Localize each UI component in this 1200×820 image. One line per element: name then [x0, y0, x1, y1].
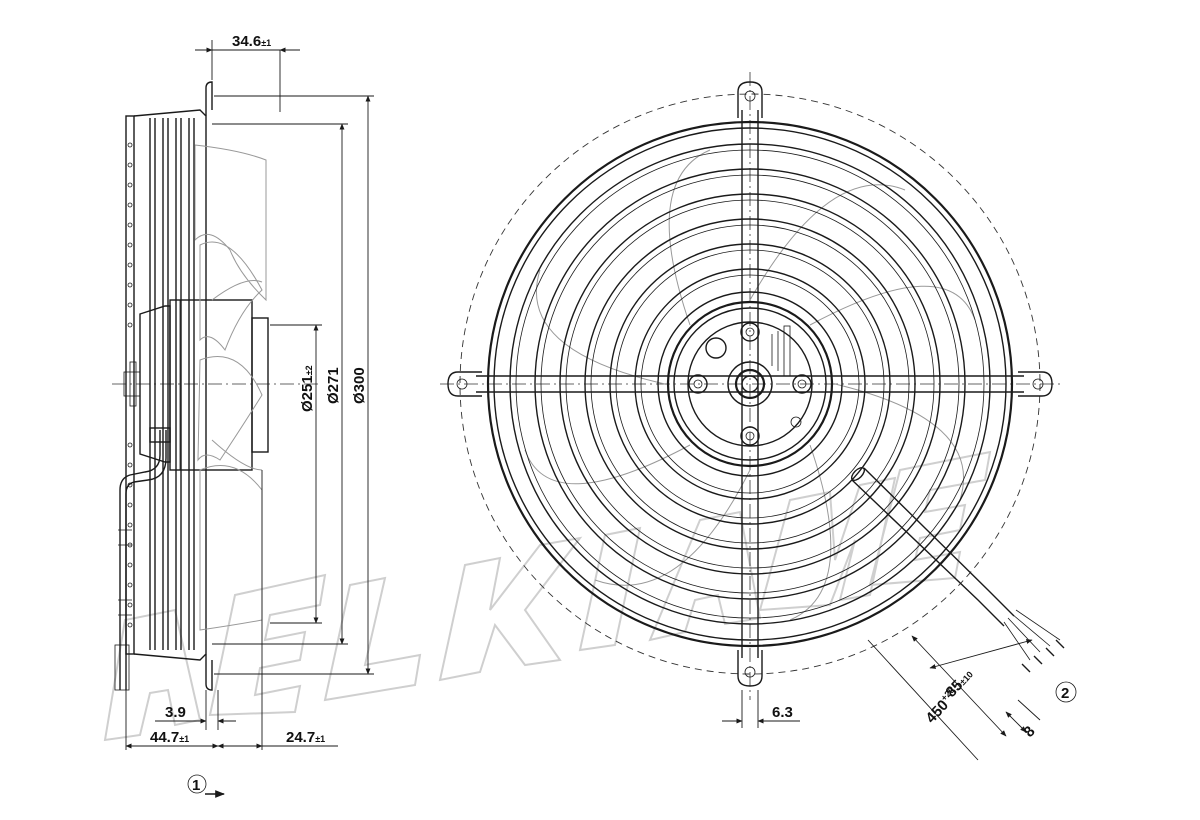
dim-bottom: 3.9 44.7±1 24.7±1 — [125, 470, 338, 750]
svg-text:44.7±1: 44.7±1 — [150, 729, 189, 746]
dim-dia-outer-value: Ø300 — [351, 367, 368, 404]
dim-bottom-right-tol: ±1 — [315, 734, 325, 744]
dim-foot-value: 6.3 — [772, 704, 793, 721]
cable-callout: 2 — [1055, 681, 1077, 703]
dim-bottom-right-value: 24.7 — [286, 729, 315, 746]
impeller-blades-front — [524, 149, 976, 621]
cable-side — [114, 427, 171, 691]
dim-wire-end-value: 8 — [1020, 723, 1038, 741]
guard-rings-side — [125, 109, 207, 661]
impeller-blades-side — [194, 144, 267, 631]
outer-dashed-circle — [459, 93, 1041, 675]
motor-side — [123, 299, 269, 471]
dim-bottom-small-value: 3.9 — [165, 704, 186, 721]
dim-top-width-tol: ±1 — [261, 38, 271, 48]
svg-text:Ø251±2: Ø251±2 — [299, 365, 316, 412]
dim-dia-inner-value: Ø251 — [299, 375, 316, 412]
dim-foot: 6.3 — [722, 690, 800, 728]
dim-dia-mid-value: Ø271 — [325, 367, 342, 404]
side-mount-foot-bottom — [205, 654, 213, 691]
side-mount-foot-top — [205, 81, 213, 116]
guard-rings-front — [509, 143, 991, 625]
dim-diameters: Ø251±2 Ø271 Ø300 — [212, 95, 374, 675]
front-view: 2 6.3 85±10 450+20 8 — [440, 72, 1077, 761]
dim-dia-inner-tol: ±2 — [304, 365, 314, 375]
watermark-logo — [103, 450, 992, 742]
svg-text:34.6±1: 34.6±1 — [232, 33, 271, 50]
mounting-lugs — [447, 81, 1053, 687]
svg-text:24.7±1: 24.7±1 — [286, 729, 325, 746]
frame-ring-outer — [486, 120, 1014, 648]
airflow-callout-number: 1 — [192, 777, 200, 794]
dim-bottom-left-value: 44.7 — [150, 729, 179, 746]
dim-bottom-left-tol: ±1 — [179, 734, 189, 744]
cable-callout-number: 2 — [1061, 685, 1069, 702]
dim-top-width: 34.6±1 — [195, 33, 300, 112]
dim-cable: 85±10 450+20 8 — [867, 635, 1041, 761]
frame-ring-inner — [493, 127, 1007, 641]
nameplate — [771, 325, 791, 377]
airflow-callout: 1 — [187, 774, 225, 798]
side-view: 1 34.6±1 Ø251±2 Ø271 — [112, 33, 374, 798]
dim-top-width-value: 34.6 — [232, 33, 261, 50]
motor-hub-front — [666, 300, 834, 468]
